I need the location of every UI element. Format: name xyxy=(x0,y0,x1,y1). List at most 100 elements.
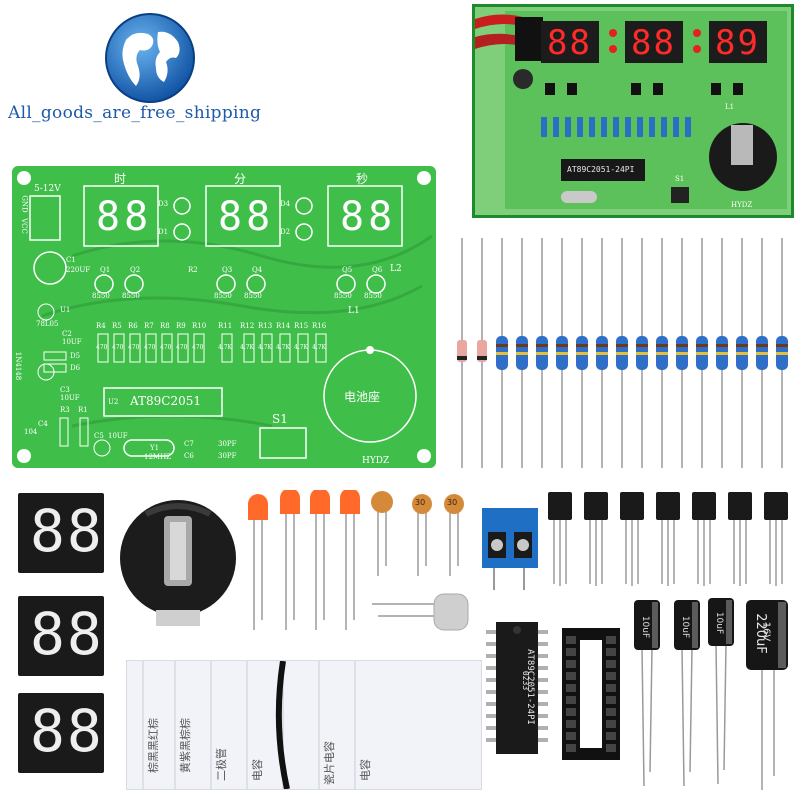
u1-value: 78L05 xyxy=(36,320,59,328)
d5-label: D5 xyxy=(70,352,81,360)
resistor-value: 470 xyxy=(192,344,204,351)
globe-logo-icon xyxy=(104,12,196,104)
ceramic-capacitor-set: 30 30 xyxy=(364,484,474,584)
resistor-label: R15 xyxy=(294,322,309,330)
cap-value: 10uF xyxy=(640,615,651,639)
y1-value: 12MHZ xyxy=(144,453,172,461)
second-label: 秒 xyxy=(356,172,369,186)
photo-hydz-label: HYDZ xyxy=(731,201,753,209)
mcu-label: AT89C2051 xyxy=(130,394,202,408)
r1-label: R1 xyxy=(78,406,88,414)
resistor-label: R10 xyxy=(192,322,207,330)
resistor-value: 470 xyxy=(176,344,188,351)
r3-label: R3 xyxy=(60,406,70,414)
d1-label: D1 xyxy=(158,228,169,236)
resistor-label: R6 xyxy=(128,322,138,330)
component-label-strip: 棕黑黑红棕 黄紫黑棕棕 二极管 电容 瓷片电容 电容 xyxy=(126,660,482,790)
resistor-label: R8 xyxy=(160,322,170,330)
chip-code: 0233 xyxy=(521,670,531,691)
cap-value: 10uF xyxy=(680,615,691,639)
resistor-value: 4.7K xyxy=(258,344,273,351)
resistor-label: R11 xyxy=(218,322,233,330)
c7-label: C7 xyxy=(184,440,194,448)
photo-display-hours: 88 xyxy=(547,23,592,63)
c4-label: C4 xyxy=(38,420,48,428)
q6-label: Q6 xyxy=(372,266,383,274)
c1-label: C1 xyxy=(66,256,76,264)
c1-value: 220UF xyxy=(66,266,91,274)
l1-label: L1 xyxy=(348,306,360,316)
crystal-oscillator xyxy=(372,590,472,640)
cap-value: 30 xyxy=(415,498,426,507)
resistor-value: 4.7K xyxy=(240,344,255,351)
c5-label: C5 xyxy=(94,432,104,440)
c6-label: C6 xyxy=(184,452,194,460)
d3-label: D3 xyxy=(158,200,169,208)
q5-type: 8550 xyxy=(334,292,352,300)
r2-label: R2 xyxy=(188,266,198,274)
strip-text: 二极管 xyxy=(215,748,228,781)
resistor-value: 470 xyxy=(96,344,108,351)
hour-display-silk: 88 xyxy=(96,194,153,240)
resistor-label: R5 xyxy=(112,322,122,330)
display-digits: 88 xyxy=(30,497,104,565)
resistor-label: R14 xyxy=(276,322,291,330)
resistor-label: R9 xyxy=(176,322,186,330)
c4-value: 104 xyxy=(24,428,38,436)
resistor-label: R4 xyxy=(96,322,106,330)
q4-label: Q4 xyxy=(252,266,263,274)
resistor-label: R7 xyxy=(144,322,154,330)
strip-text: 黄紫黑棕棕 xyxy=(179,718,192,773)
vcc-label: VCC xyxy=(19,218,28,234)
transistor-set xyxy=(540,488,800,588)
resistor-value: 4.7K xyxy=(276,344,291,351)
q1-type: 8550 xyxy=(92,292,110,300)
q4-type: 8550 xyxy=(244,292,262,300)
ic-socket xyxy=(560,626,622,762)
mcu-chip: AT89C2051-24PI 0233 xyxy=(486,620,548,758)
s1-label: S1 xyxy=(272,412,288,426)
brand-tagline: All_goods_are_free_shipping xyxy=(8,103,262,123)
seven-segment-display: 88 xyxy=(18,693,104,773)
c7-value: 30PF xyxy=(218,440,237,448)
q6-type: 8550 xyxy=(364,292,382,300)
second-display-silk: 88 xyxy=(340,194,397,240)
resistor-value: 4.7K xyxy=(218,344,233,351)
c2-value: 10UF xyxy=(62,338,82,346)
y1-label: Y1 xyxy=(150,444,160,452)
pcb-board: 88 88 88 时 分 秒 5-12V GND VCC C1 220UF U1… xyxy=(12,166,436,468)
strip-text: 电容 xyxy=(359,759,372,781)
display-digits: 88 xyxy=(30,600,104,668)
diode-label: 1N4148 xyxy=(14,351,23,381)
cap-value: 30 xyxy=(447,498,458,507)
c6-value: 30PF xyxy=(218,452,237,460)
d2-label: D2 xyxy=(280,228,291,236)
q1-label: Q1 xyxy=(100,266,111,274)
q5-label: Q5 xyxy=(342,266,353,274)
u1-label: U1 xyxy=(60,306,71,314)
c3-label: C3 xyxy=(60,386,70,394)
resistor-label: R16 xyxy=(312,322,327,330)
q3-label: Q3 xyxy=(222,266,233,274)
hour-label: 时 xyxy=(114,172,127,186)
c3-value: 10UF xyxy=(60,394,80,402)
resistor-value: 4.7K xyxy=(312,344,327,351)
resistor-label: R13 xyxy=(258,322,273,330)
voltage-label: 5-12V xyxy=(34,184,61,194)
d6-label: D6 xyxy=(70,364,81,372)
c5-value: 10UF xyxy=(108,432,128,440)
minute-display-silk: 88 xyxy=(218,194,275,240)
photo-l1-label: L1 xyxy=(725,103,735,111)
strip-text: 电容 xyxy=(251,759,264,781)
photo-chip-label: AT89C2051-24PI xyxy=(567,165,635,174)
q2-label: Q2 xyxy=(130,266,141,274)
electrolytic-capacitor-set: 10uF 10uF 10uF 220uF 16V xyxy=(628,596,798,792)
q2-type: 8550 xyxy=(122,292,140,300)
resistor-value: 470 xyxy=(144,344,156,351)
resistor-value: 470 xyxy=(160,344,172,351)
resistor-value: 470 xyxy=(128,344,140,351)
display-digits: 88 xyxy=(30,697,104,765)
minute-label: 分 xyxy=(234,172,247,186)
battery-label: 电池座 xyxy=(344,390,381,404)
assembled-board-photo: 88 88 89 AT89C2051-24PI HYDZ S1 L1 xyxy=(472,4,794,218)
